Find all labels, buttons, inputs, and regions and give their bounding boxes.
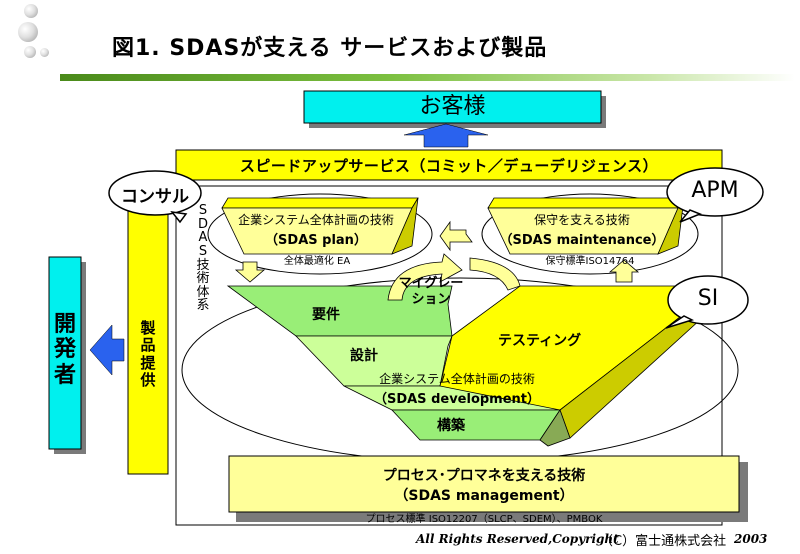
si-bubble xyxy=(667,275,749,325)
management-note: プロセス標準 ISO12207（SLCP、SDEM）、PMBOK xyxy=(365,514,603,525)
plan-box-side xyxy=(391,197,419,255)
plan-ellipse xyxy=(207,193,433,275)
developer-box xyxy=(48,256,82,450)
si-label: SI xyxy=(697,286,719,311)
design-band xyxy=(295,335,453,387)
product-offer-bar xyxy=(127,185,169,475)
plan-note: 全体最適化 EA xyxy=(283,256,351,267)
management-box xyxy=(228,455,740,513)
page-title: 図1. SDASが支える サービスおよび製品 xyxy=(112,36,548,61)
apm-bubble-tail xyxy=(679,209,703,223)
product-offer-label: 製 品 提 供 xyxy=(128,319,168,389)
maintenance-up-arrow xyxy=(608,259,640,283)
apm-label: APM xyxy=(691,178,739,203)
product-offer-char: 提 xyxy=(140,353,156,372)
migration-label: マイグレー ション xyxy=(386,276,476,308)
decorative-bead xyxy=(18,22,38,42)
consulting-bubble-tail xyxy=(170,210,188,224)
plan-down-arrow xyxy=(234,261,266,283)
footer-year: 2003 xyxy=(734,532,768,546)
product-offer-char: 供 xyxy=(140,370,156,389)
apm-bubble xyxy=(666,167,764,217)
plan-line2: （SDAS plan） xyxy=(265,233,367,248)
construction-side xyxy=(539,409,571,447)
speed-up-banner xyxy=(175,149,723,181)
management-line2: （SDAS management） xyxy=(394,488,574,504)
plan-line1: 企業システム全体計画の技術 xyxy=(238,213,394,227)
developer-char: 者 xyxy=(53,362,76,388)
cycle-arrow-left xyxy=(439,220,473,252)
sdas-char: S xyxy=(198,243,208,259)
decorative-bead xyxy=(24,46,36,58)
decorative-bead xyxy=(24,4,38,18)
sdas-char: 系 xyxy=(196,298,210,314)
customer-label: お客様 xyxy=(419,94,486,119)
development-line2: （SDAS development） xyxy=(373,392,541,407)
maintenance-note: 保守標準ISO14764 xyxy=(545,256,635,267)
consulting-bubble xyxy=(108,170,202,216)
migration-arrow xyxy=(387,253,463,301)
construction-band xyxy=(391,409,561,441)
sdas-char: S xyxy=(198,203,208,218)
speed-up-service-label: スピードアップサービス（コミット／デューデリジェンス） xyxy=(239,157,659,175)
sdas-char: 技 xyxy=(196,257,210,273)
footer-rights: All Rights Reserved,Copyright xyxy=(416,532,619,546)
migration-arrow-back xyxy=(469,257,521,291)
developer-label: 開 発 者 xyxy=(49,312,81,388)
maintenance-line2: （SDAS maintenance） xyxy=(499,233,665,248)
developer-char: 開 xyxy=(53,312,76,337)
product-offer-char: 品 xyxy=(140,336,156,355)
customer-box xyxy=(303,90,602,124)
maintenance-line1: 保守を支える技術 xyxy=(534,213,630,227)
design-label: 設計 xyxy=(350,348,378,364)
migration-line: マイグレー xyxy=(398,276,464,291)
footer-company: （C）富士通株式会社 xyxy=(600,534,727,549)
developer-char: 発 xyxy=(53,337,76,363)
sdas-char: D xyxy=(197,216,208,232)
plan-box-top xyxy=(221,197,419,209)
sdas-char: 術 xyxy=(196,271,210,287)
testing-label: テスティング xyxy=(498,333,582,349)
left-arrow-developer xyxy=(89,324,125,376)
consulting-label: コンサル xyxy=(121,187,189,207)
product-offer-char: 製 xyxy=(140,319,156,337)
sdas-system-label: S D A S 技 術 体 系 xyxy=(194,204,212,313)
development-line1: 企業システム全体計画の技術 xyxy=(379,372,535,386)
si-bubble-tail xyxy=(665,315,695,329)
management-line1: プロセス･プロマネを支える技術 xyxy=(382,468,586,484)
maintenance-ellipse xyxy=(481,193,699,275)
requirements-label: 要件 xyxy=(312,307,340,323)
decorative-bead xyxy=(40,48,49,57)
up-arrow-customer xyxy=(403,123,489,148)
sdas-char: A xyxy=(198,230,208,246)
migration-line: ション xyxy=(411,292,451,307)
sdas-char: 体 xyxy=(196,284,210,300)
construction-label: 構築 xyxy=(437,418,465,434)
maintenance-box-top xyxy=(487,197,685,209)
title-rule xyxy=(60,74,795,81)
